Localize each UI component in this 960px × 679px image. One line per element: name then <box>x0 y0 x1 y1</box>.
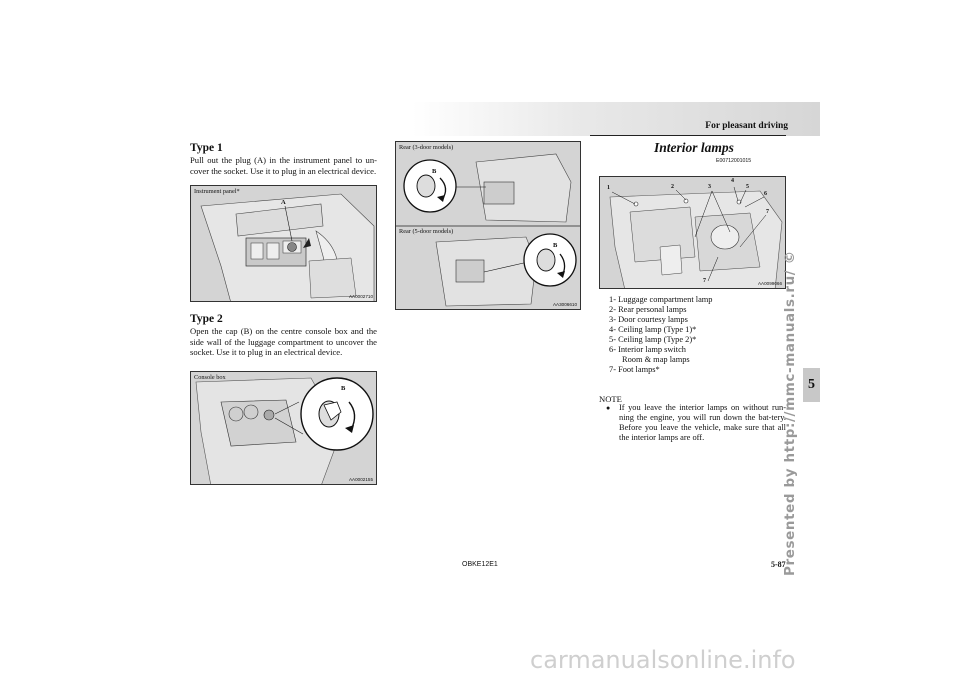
lamp-item: 3- Door courtesy lamps <box>609 315 688 324</box>
interior-lamps-figure: 1 2 3 4 5 6 7 7 AA0099066 <box>599 176 786 289</box>
note-label: NOTE <box>599 394 622 404</box>
header-band <box>412 102 820 136</box>
type1-text: Pull out the plug (A) in the instrument … <box>190 155 377 176</box>
callout-5: 5 <box>746 184 749 190</box>
page-number: 5-87 <box>771 560 786 569</box>
luggage-socket-code: AA3006610 <box>552 302 577 307</box>
chapter-tab: 5 <box>803 368 820 402</box>
rear-3door-label: B <box>432 168 437 175</box>
luggage-socket-figure: Rear (3-door models) B Rear (5-door mode… <box>395 141 581 310</box>
footer-code: OBKE12E1 <box>462 561 498 568</box>
console-box-illustration <box>195 377 374 484</box>
plug-a-label: A <box>281 199 286 206</box>
callout-6: 6 <box>764 191 767 197</box>
header-rule <box>590 135 786 136</box>
instrument-panel-illustration <box>200 193 375 301</box>
callout-7-upper: 7 <box>766 209 769 215</box>
lamp-item: 5- Ceiling lamp (Type 2)* <box>609 335 697 344</box>
type1-heading: Type 1 <box>190 142 223 154</box>
callout-1: 1 <box>607 185 610 191</box>
rear-5door-label: B <box>553 242 558 249</box>
callout-7-lower: 7 <box>703 278 706 284</box>
cap-b-label: B <box>341 385 346 392</box>
watermark-bottom: carmanualsonline.info <box>530 646 796 674</box>
lamp-item: 7- Foot lamps* <box>609 365 660 374</box>
section-code: E00712001015 <box>716 158 752 164</box>
lamp-list: 1- Luggage compartment lamp 2- Rear pers… <box>609 295 713 375</box>
rear-5door-caption: Rear (5-door models) <box>399 228 454 235</box>
lamp-item: 2- Rear personal lamps <box>609 305 687 314</box>
lamp-item: 6- Interior lamp switch <box>609 345 686 354</box>
note-text: If you leave the interior lamps on witho… <box>619 403 786 442</box>
lamp-item: 4- Ceiling lamp (Type 1)* <box>609 325 697 334</box>
callout-3: 3 <box>708 184 711 190</box>
interior-lamps-code: AA0099066 <box>757 281 782 286</box>
rear-3door-caption: Rear (3-door models) <box>399 144 454 151</box>
callout-2: 2 <box>671 184 674 190</box>
lamp-item-sub: Room & map lamps <box>622 355 690 364</box>
console-box-code: AA0002155 <box>348 477 373 482</box>
watermark-vertical: Presented by http://mmc-manuals.ru/ © <box>782 250 798 576</box>
type2-heading: Type 2 <box>190 313 223 325</box>
header-title: For pleasant driving <box>705 121 788 131</box>
luggage-socket-illustration <box>396 153 580 307</box>
instrument-panel-code: AA0002710 <box>348 294 373 299</box>
console-box-figure: Console box B AA0002155 <box>190 371 377 485</box>
lamp-item: 1- Luggage compartment lamp <box>609 295 713 304</box>
note-bullet-icon: ● <box>606 404 611 412</box>
section-title: Interior lamps <box>654 140 734 155</box>
console-box-caption: Console box <box>194 374 226 381</box>
type2-text: Open the cap (B) on the centre console b… <box>190 326 377 358</box>
instrument-panel-caption: Instrument panel* <box>194 188 240 195</box>
instrument-panel-figure: Instrument panel* A AA0002710 <box>190 185 377 302</box>
interior-lamps-illustration <box>609 186 783 288</box>
callout-4: 4 <box>731 178 734 184</box>
